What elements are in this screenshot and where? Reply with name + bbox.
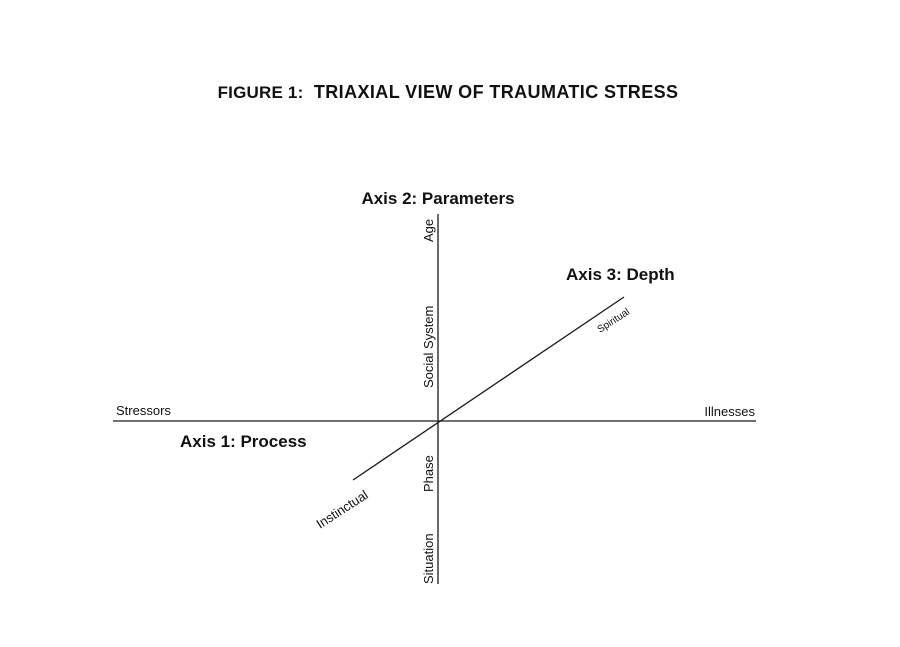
figure-title-main: TRIAXIAL VIEW OF TRAUMATIC STRESS	[314, 82, 679, 102]
axis1-title: Axis 1: Process	[180, 432, 307, 451]
axis2-label-social-system: Social System	[421, 306, 436, 388]
axis1-right-label: Illnesses	[704, 404, 755, 419]
axis1-left-label: Stressors	[116, 403, 171, 418]
axis3-title: Axis 3: Depth	[566, 265, 675, 284]
figure-title: FIGURE 1: TRIAXIAL VIEW OF TRAUMATIC STR…	[218, 82, 679, 102]
axis2-label-situation: Situation	[421, 533, 436, 584]
axis3-upper-label: Spiritual	[596, 307, 632, 336]
axis2-title: Axis 2: Parameters	[361, 189, 514, 208]
axis2-label-age: Age	[421, 219, 436, 242]
axis3-lower-label: Instinctual	[313, 487, 370, 532]
figure-title-prefix: FIGURE 1:	[218, 83, 304, 102]
axis2-label-phase: Phase	[421, 455, 436, 492]
axis3-line	[352, 296, 625, 481]
